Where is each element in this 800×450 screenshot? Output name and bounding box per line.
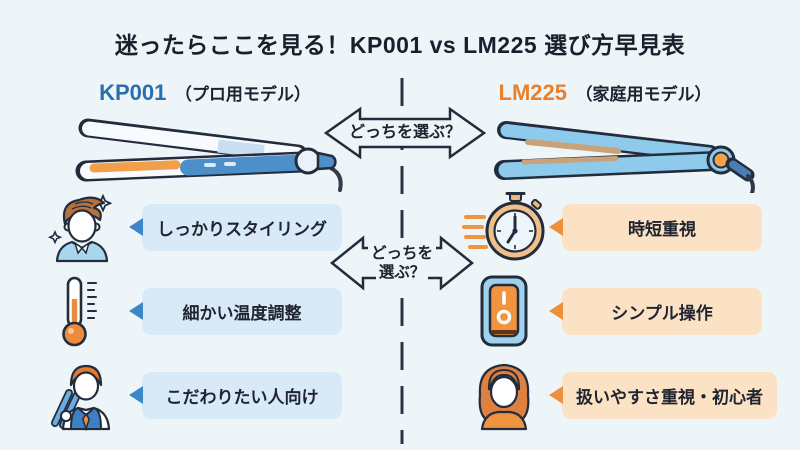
kp001-column-header: KP001 （プロ用モデル） <box>30 80 380 106</box>
kp001-feature-row: 細かい温度調整 <box>42 274 342 348</box>
lm225-feature-bubble: 時短重視 <box>549 203 762 251</box>
lm225-feature-bubble: シンプル操作 <box>549 287 762 335</box>
stopwatch-icon <box>462 191 546 263</box>
lm225-feature-row: 扱いやすさ重視・初心者 <box>462 358 777 432</box>
lm225-feature-row: 時短重視 <box>462 190 762 264</box>
bubble-pointer-icon <box>549 386 563 404</box>
lm225-column-header: LM225 （家庭用モデル） <box>430 80 780 106</box>
kp001-feature-bubble: こだわりたい人向け <box>129 371 342 419</box>
feature-label: 扱いやすさ重視・初心者 <box>576 387 763 407</box>
bubble-pointer-icon <box>549 302 563 320</box>
lm225-feature-row: シンプル操作 <box>462 274 762 348</box>
feature-label: こだわりたい人向け <box>165 387 319 407</box>
styled-hair-man-icon <box>42 191 120 263</box>
kp001-feature-row: こだわりたい人向け <box>42 358 342 432</box>
lm225-feature-bubble: 扱いやすさ重視・初心者 <box>549 371 777 419</box>
mid-question-label-line2: 選ぶ？ <box>375 263 429 283</box>
mid-question-arrow: どっちを 選ぶ？ <box>330 230 474 296</box>
page-title: 迷ったらここを見る！KP001 vs LM225 選び方早見表 <box>114 32 686 58</box>
lm225-flat-iron-illustration <box>494 121 755 193</box>
thermometer-icon <box>42 273 120 349</box>
bubble-pointer-icon <box>129 302 143 320</box>
kp001-model-type: （プロ用モデル） <box>174 85 311 104</box>
power-switch-icon <box>462 274 546 348</box>
mid-question-label-line1: どっちを <box>367 243 436 263</box>
feature-label: シンプル操作 <box>611 303 713 323</box>
kp001-flat-iron-illustration <box>75 118 343 192</box>
bubble-pointer-icon <box>129 218 143 236</box>
bubble-pointer-icon <box>129 386 143 404</box>
lm225-model-name: LM225 <box>498 80 568 105</box>
feature-label: 時短重視 <box>628 219 696 239</box>
feature-label: しっかりスタイリング <box>157 219 327 239</box>
bubble-pointer-icon <box>549 218 563 236</box>
kp001-feature-row: しっかりスタイリング <box>42 190 342 264</box>
feature-label: 細かい温度調整 <box>182 303 302 323</box>
kp001-model-name: KP001 <box>99 80 167 105</box>
woman-icon <box>462 359 546 431</box>
top-question-arrow: どっちを選ぶ？ <box>324 104 486 162</box>
kp001-feature-bubble: しっかりスタイリング <box>129 203 342 251</box>
kp001-feature-bubble: 細かい温度調整 <box>129 287 342 335</box>
lm225-model-type: （家庭用モデル） <box>575 85 712 104</box>
top-question-label: どっちを選ぶ？ <box>345 123 464 143</box>
barber-icon <box>42 359 120 431</box>
